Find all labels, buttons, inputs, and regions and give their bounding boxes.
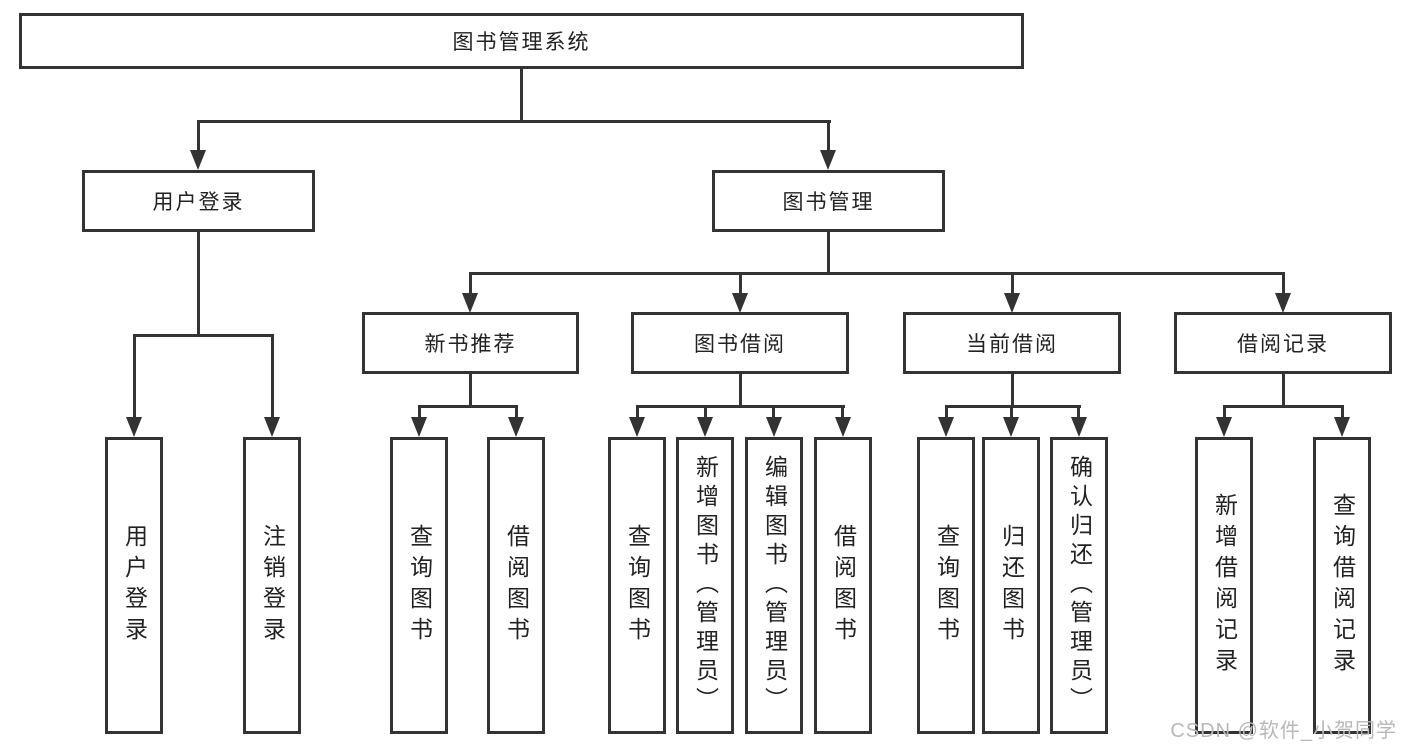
csdn-watermark: CSDN @软件_小贺同学 xyxy=(1170,720,1397,742)
arrowhead-down-icon xyxy=(1003,417,1019,437)
connector-stub-bb-query xyxy=(636,405,639,417)
connector-level3-rail xyxy=(469,272,1285,275)
connector-stub-borrowing-records xyxy=(1282,272,1285,295)
node-user-login: 用户登录 xyxy=(82,170,315,232)
connector-stub-book-borrowing xyxy=(739,272,742,295)
node-root: 图书管理系统 xyxy=(19,13,1024,69)
node-leaf-cb-return-books: 归还图书 xyxy=(982,437,1040,734)
node-label: 借阅图书 xyxy=(503,523,530,648)
connector-book-management-drop xyxy=(827,232,830,272)
arrowhead-down-icon xyxy=(820,150,836,170)
node-label: 新增图书（管理员） xyxy=(692,455,719,716)
node-current-borrowing: 当前借阅 xyxy=(903,312,1121,374)
connector-cb-rail xyxy=(945,405,1081,408)
connector-stub-nbr-query xyxy=(418,405,421,417)
arrowhead-down-icon xyxy=(835,417,851,437)
connector-stub-leaf-logout xyxy=(271,334,274,417)
connector-stub-new-book-recommend xyxy=(469,272,472,295)
connector-br-rail xyxy=(1223,405,1344,408)
arrowhead-down-icon xyxy=(508,417,524,437)
connector-stub-bb-edit xyxy=(772,405,775,417)
node-leaf-cb-query-books: 查询图书 xyxy=(917,437,975,734)
node-new-book-recommend: 新书推荐 xyxy=(362,312,579,374)
arrowhead-down-icon xyxy=(190,150,206,170)
connector-stub-leaf-user-login xyxy=(133,334,136,417)
node-label: 查询图书 xyxy=(933,523,960,648)
arrowhead-down-icon xyxy=(629,417,645,437)
node-leaf-bb-borrow-books: 借阅图书 xyxy=(814,437,872,734)
node-label: 查询图书 xyxy=(406,523,433,648)
node-borrowing-records: 借阅记录 xyxy=(1174,312,1392,374)
node-label: 确认归还（管理员） xyxy=(1066,455,1093,716)
node-leaf-nbr-borrow-books: 借阅图书 xyxy=(487,437,545,734)
connector-stub-cb-confirm xyxy=(1077,405,1080,417)
connector-bb-drop xyxy=(739,374,742,405)
arrowhead-down-icon xyxy=(732,293,748,313)
node-leaf-cb-confirm-return: 确认归还（管理员） xyxy=(1050,437,1108,734)
node-leaf-bb-add-books: 新增图书（管理员） xyxy=(676,437,734,734)
arrowhead-down-icon xyxy=(126,417,142,437)
arrowhead-down-icon xyxy=(1071,417,1087,437)
node-label: 编辑图书（管理员） xyxy=(761,455,788,716)
node-label: 用户登录 xyxy=(121,523,148,648)
node-leaf-logout: 注销登录 xyxy=(243,437,301,734)
connector-nbr-rail xyxy=(418,405,518,408)
arrowhead-down-icon xyxy=(411,417,427,437)
connector-stub-book-management xyxy=(827,120,830,150)
node-book-management: 图书管理 xyxy=(712,170,945,232)
node-leaf-bb-edit-books: 编辑图书（管理员） xyxy=(745,437,803,734)
arrowhead-down-icon xyxy=(1275,293,1291,313)
connector-stub-bb-add xyxy=(704,405,707,417)
connector-stub-br-add xyxy=(1223,405,1226,417)
arrowhead-down-icon xyxy=(766,417,782,437)
node-label: 归还图书 xyxy=(998,523,1025,648)
node-label: 注销登录 xyxy=(259,523,286,648)
connector-nbr-drop xyxy=(469,374,472,405)
node-label: 查询图书 xyxy=(624,523,651,648)
node-leaf-bb-query-books: 查询图书 xyxy=(608,437,666,734)
connector-stub-cb-query xyxy=(945,405,948,417)
connector-level2-rail xyxy=(197,120,831,123)
connector-user-login-rail xyxy=(133,334,274,337)
arrowhead-down-icon xyxy=(697,417,713,437)
node-label: 查询借阅记录 xyxy=(1329,492,1356,679)
connector-stub-user-login xyxy=(197,120,200,150)
arrowhead-down-icon xyxy=(264,417,280,437)
node-label: 借阅图书 xyxy=(830,523,857,648)
connector-stub-br-query xyxy=(1341,405,1344,417)
connector-root-drop xyxy=(520,69,523,120)
arrowhead-down-icon xyxy=(1216,417,1232,437)
connector-stub-bb-borrow xyxy=(841,405,844,417)
node-leaf-br-add-record: 新增借阅记录 xyxy=(1195,437,1253,734)
node-book-borrowing: 图书借阅 xyxy=(631,312,849,374)
arrowhead-down-icon xyxy=(938,417,954,437)
node-leaf-nbr-query-books: 查询图书 xyxy=(390,437,448,734)
connector-cb-drop xyxy=(1011,374,1014,405)
connector-br-drop xyxy=(1282,374,1285,405)
connector-stub-nbr-borrow xyxy=(515,405,518,417)
node-label: 新增借阅记录 xyxy=(1211,492,1238,679)
connector-stub-current-borrowing xyxy=(1011,272,1014,295)
connector-stub-cb-return xyxy=(1010,405,1013,417)
node-leaf-br-query-record: 查询借阅记录 xyxy=(1313,437,1371,734)
arrowhead-down-icon xyxy=(1334,417,1350,437)
arrowhead-down-icon xyxy=(1004,293,1020,313)
connector-user-login-drop xyxy=(197,232,200,336)
arrowhead-down-icon xyxy=(462,293,478,313)
connector-bb-rail xyxy=(636,405,845,408)
node-leaf-user-login: 用户登录 xyxy=(105,437,163,734)
